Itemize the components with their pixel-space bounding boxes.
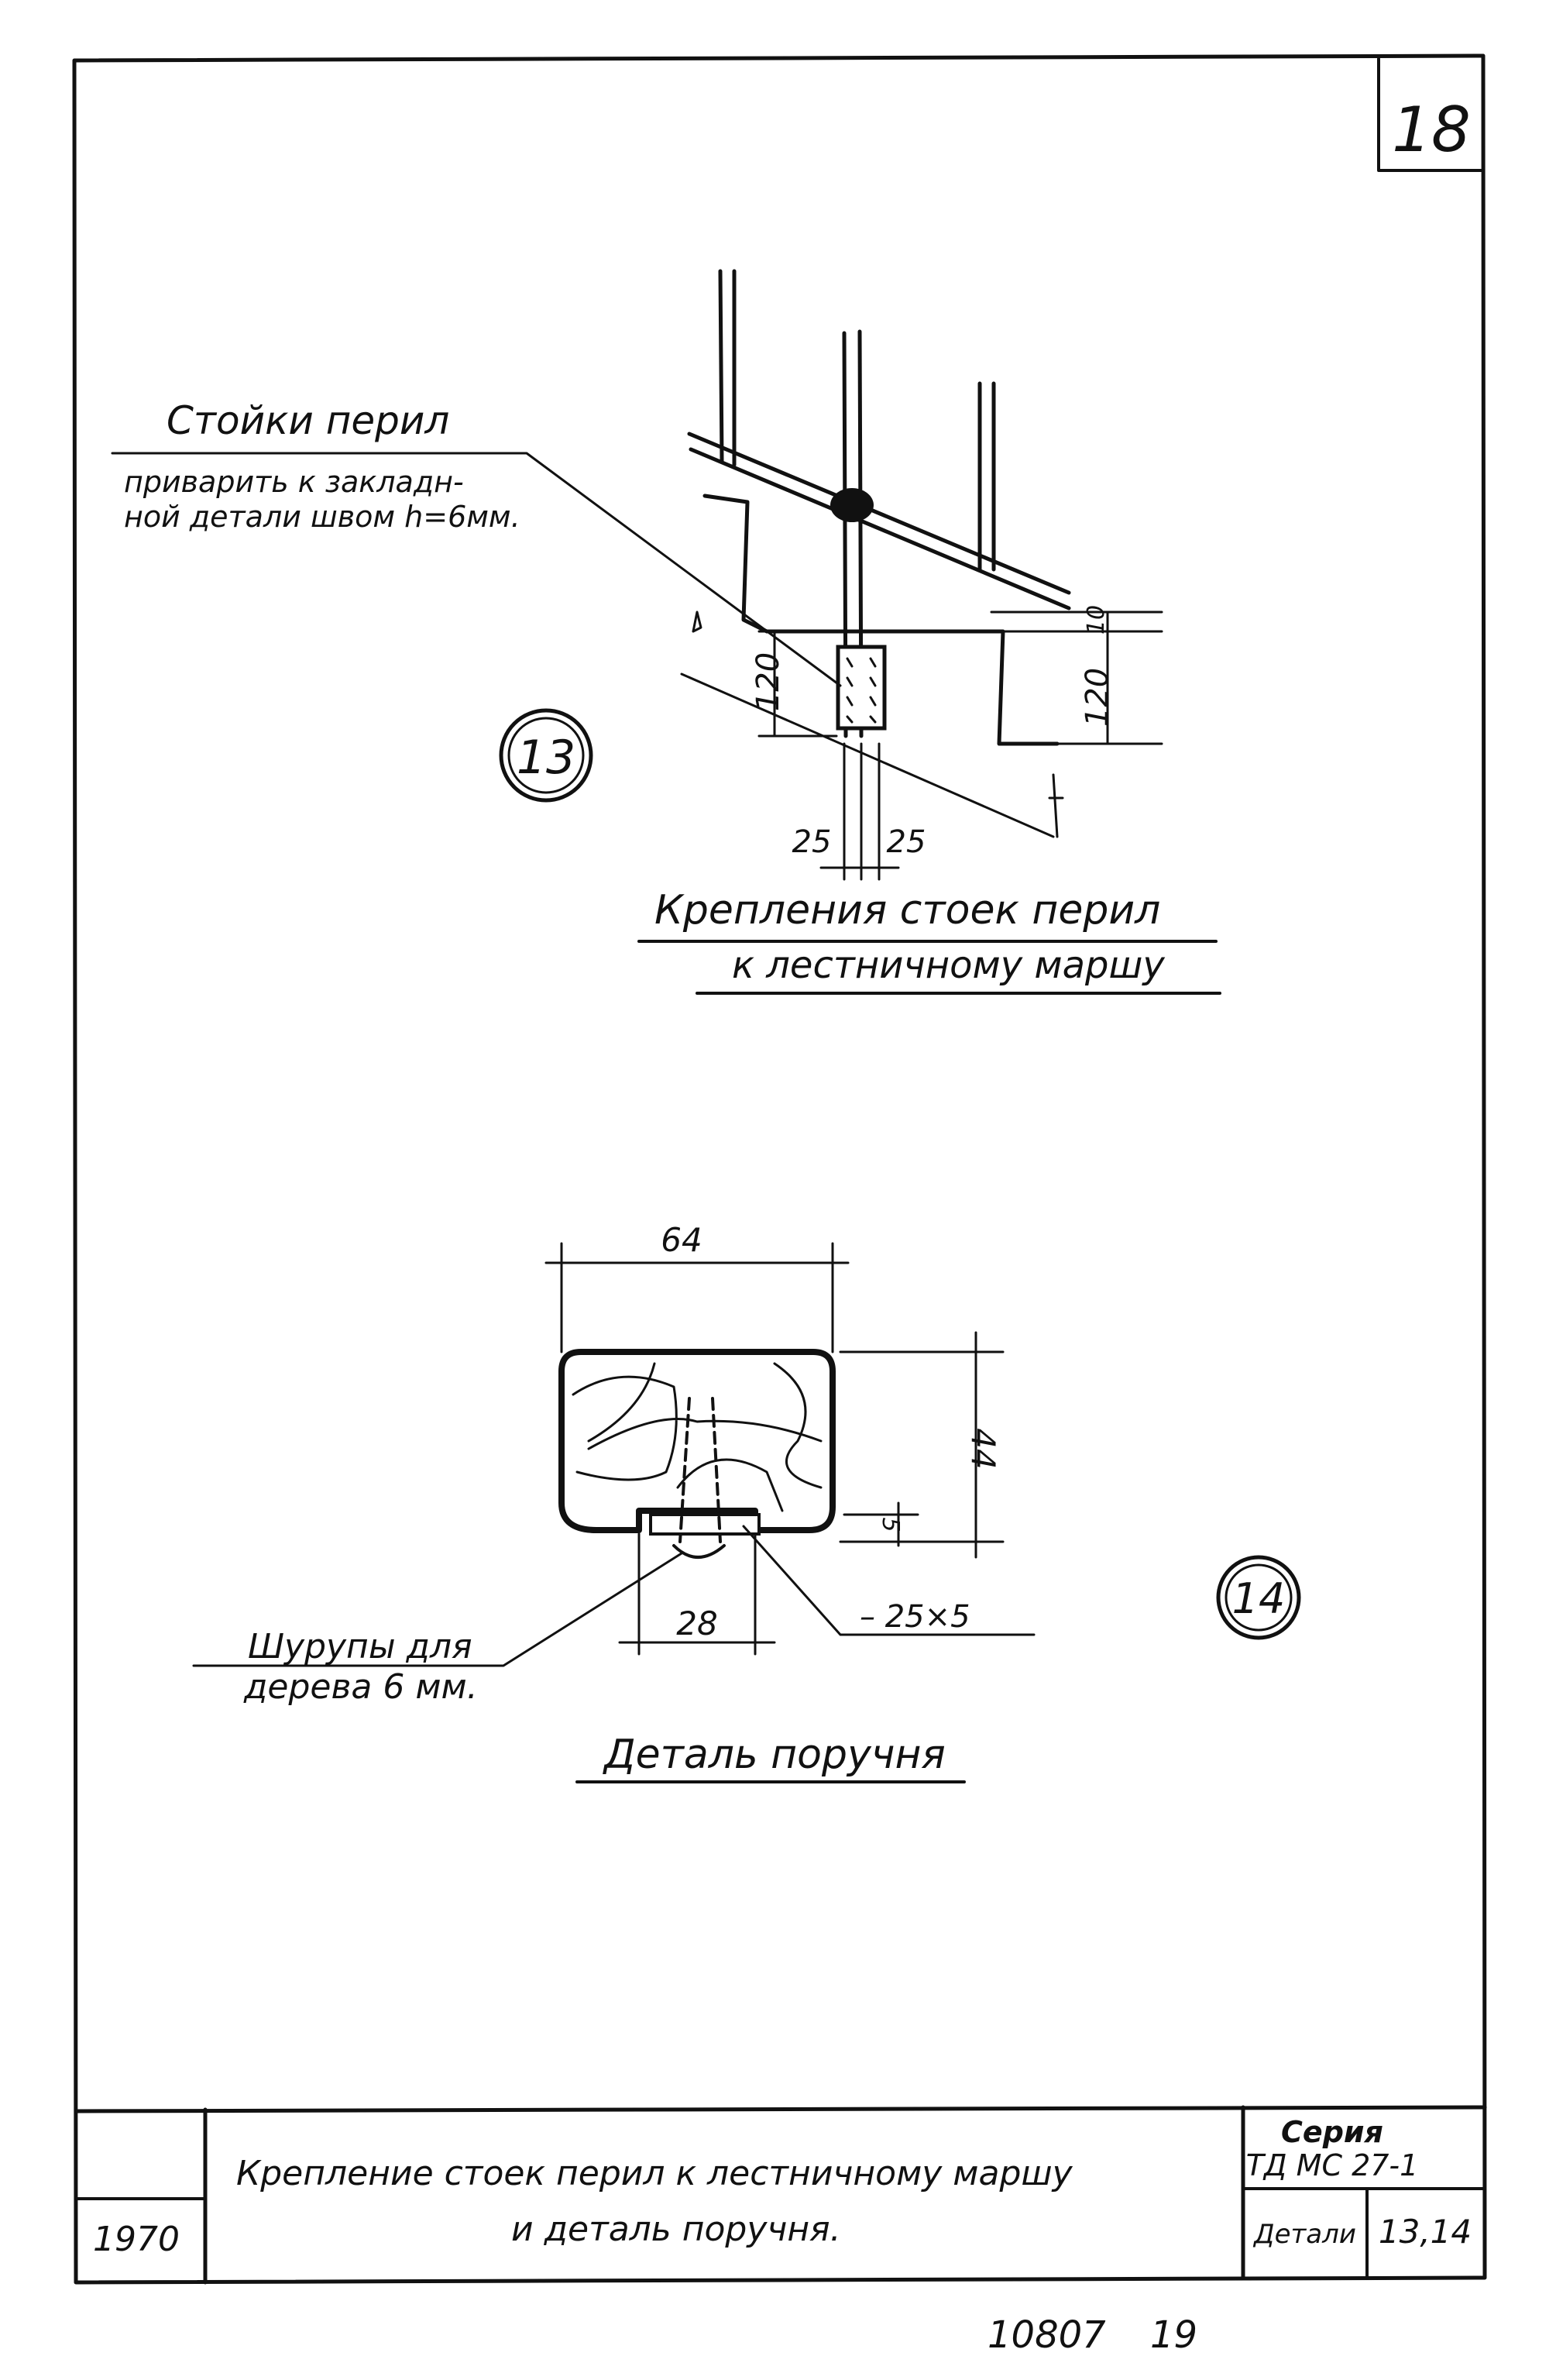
screw-line-1: Шурупы для <box>248 1627 472 1666</box>
dim-120-left: 120 <box>751 652 786 711</box>
dim-64: 64 <box>661 1221 702 1259</box>
title-block-top <box>74 2105 1487 2113</box>
detail-14: 64 44 5 28 – 25×5 Шурупы для дерева 6 мм… <box>192 1221 1301 1783</box>
dim-line-64 <box>544 1242 850 1353</box>
dim-28: 28 <box>676 1604 717 1642</box>
note-line-1: приварить к закладн- <box>124 465 464 499</box>
sheet-number: 18 <box>1392 94 1471 166</box>
title-line-2: и деталь поручня. <box>511 2210 841 2249</box>
dim-line-120-left <box>757 630 838 738</box>
strip-label: – 25×5 <box>860 1599 970 1635</box>
year: 1970 <box>93 2220 180 2259</box>
embedded-plate <box>836 645 887 731</box>
dim-120-right: 120 <box>1080 668 1115 727</box>
dim-44: 44 <box>964 1428 1002 1469</box>
post-left <box>718 269 737 467</box>
page-number: 19 <box>1150 2313 1197 2357</box>
details-label: Детали <box>1252 2219 1356 2250</box>
caption-14: Деталь поручня <box>603 1732 946 1778</box>
note-title: Стойки перил <box>167 398 449 443</box>
break-mark-right <box>1048 773 1064 838</box>
caption-13-line-2: к лестничному маршу <box>732 944 1165 987</box>
marker-14: 14 <box>1232 1574 1286 1623</box>
screw-line-2: дерева 6 мм. <box>243 1667 478 1707</box>
sheet-number-box <box>1377 57 1485 172</box>
doc-number: 10807 <box>988 2313 1106 2357</box>
screw-leader <box>192 1552 683 1667</box>
post-right <box>977 381 996 572</box>
dim-line-44 <box>839 1331 1005 1559</box>
sheet-frame <box>72 53 1487 2285</box>
screw <box>678 1397 722 1543</box>
marker-14-circle <box>1216 1555 1301 1640</box>
details-value: 13,14 <box>1379 2213 1472 2251</box>
dim-25-right: 25 <box>887 824 926 860</box>
title-line-1: Крепление стоек перил к лестничному марш… <box>236 2154 1073 2193</box>
title-block: 1970 Крепление стоек перил к лестничному… <box>74 2105 1487 2285</box>
dim-25-left: 25 <box>792 824 832 860</box>
steel-strip <box>649 1513 761 1536</box>
detail-13: 120 120 10 25 25 Стойки перил приварить … <box>111 269 1221 995</box>
break-mark-left <box>692 610 702 633</box>
note-leader <box>111 452 842 687</box>
post-joint <box>830 488 874 522</box>
caption-13-line-1: Крепления стоек перил <box>654 887 1160 934</box>
dim-line-120-right <box>889 610 1163 745</box>
handrail-section <box>558 1349 836 1533</box>
strip-leader <box>742 1525 1036 1636</box>
note-line-2: ной детали швом h=6мм. <box>124 500 520 534</box>
marker-13: 13 <box>517 731 575 785</box>
dim-10: 10 <box>1083 605 1110 635</box>
stair-underside <box>680 672 1055 838</box>
handrail-line <box>687 432 1071 610</box>
dim-5: 5 <box>877 1517 904 1532</box>
marker-13-circle <box>499 708 593 803</box>
dim-line-5 <box>843 1501 919 1547</box>
dim-line-25-25 <box>819 742 900 881</box>
series-label: Серия <box>1281 2115 1383 2149</box>
series-value: ТД МС 27-1 <box>1246 2148 1419 2182</box>
wood-grain <box>572 1362 823 1512</box>
weld-hatch <box>846 657 877 724</box>
dim-line-28 <box>618 1532 776 1656</box>
